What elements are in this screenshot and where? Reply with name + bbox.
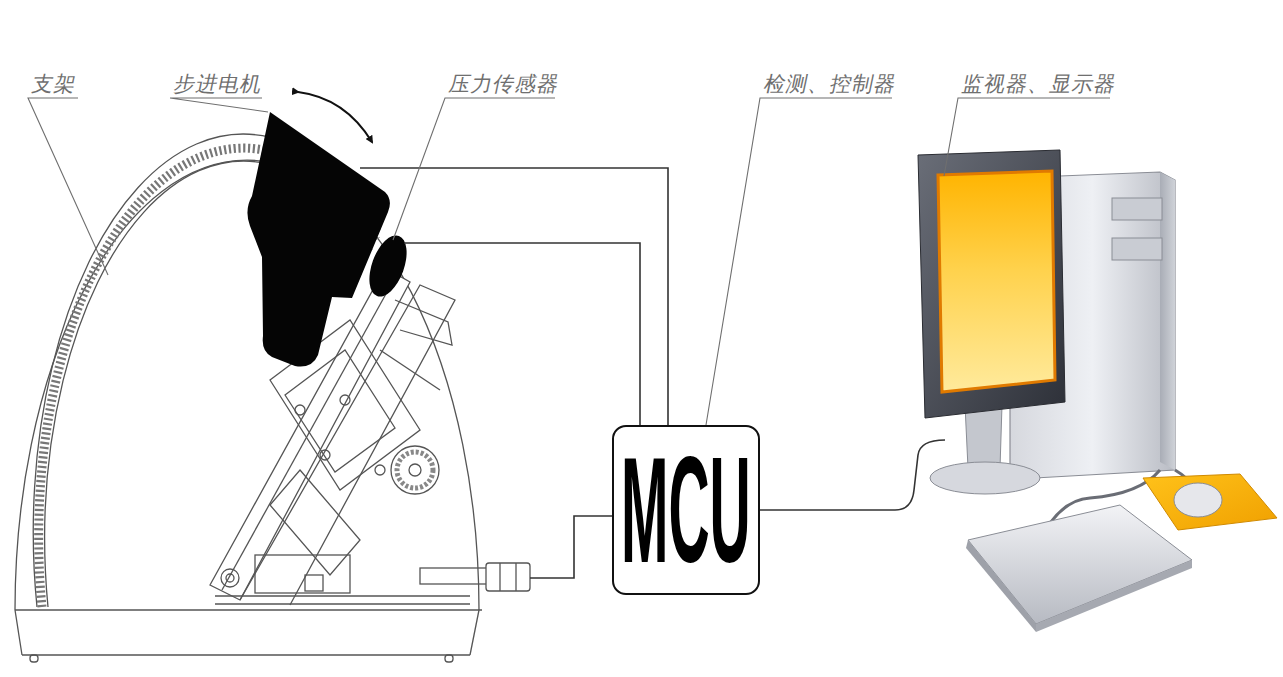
bracket-base-lower [22,654,470,655]
motor-wire [360,168,668,425]
mechanism-rod [380,350,440,390]
keyboard-edge [966,540,1036,632]
base-block-part [305,575,323,591]
node-label: MCU [621,435,751,585]
connector [486,563,530,591]
leader-lines [28,98,1110,425]
sensor-wire [404,243,640,425]
bracket-edge [15,610,22,655]
mouse [1174,483,1222,517]
base-rail [215,596,470,604]
screw-head [320,450,330,460]
drive-bay [1112,198,1162,220]
screw-head [375,465,385,475]
stepper-motor [247,112,389,367]
mcu-box: MCU [612,425,760,595]
leader-line [28,98,108,275]
connector-line [499,563,500,591]
small-gear [391,446,439,494]
part-label: 检测、控制器 [762,70,900,98]
monitor-base [930,462,1040,494]
rotation-arrow [298,92,372,142]
monitor-bezel [918,150,1065,418]
monitor-neck [965,405,1002,468]
push-rod [420,568,488,584]
connector-line [515,563,516,591]
drive-bay [1112,238,1162,260]
part-label: 压力传感器 [447,70,563,98]
part-label: 步进电机 [172,70,266,98]
leader-line [170,98,268,112]
bracket-outer-arc [15,160,479,610]
leader-line [944,98,1110,176]
small-gear-hub [409,464,421,476]
leader-line [706,98,892,425]
pivot-hub [226,574,234,582]
leader-line [393,98,555,240]
bracket-foot [30,655,38,662]
small-gear-teeth [397,452,433,488]
computer [918,150,1277,632]
mechanism-lever [395,300,452,345]
mouse-pad [1143,474,1277,530]
mechanism-frame-inner [285,350,395,472]
bracket-base [15,609,482,610]
base-block [255,555,350,593]
part-label: 监视器、显示器 [960,70,1120,98]
bracket-edge [470,610,479,655]
pressure-sensor [362,230,414,301]
tilt-mechanism [210,268,530,605]
computer-wire [760,440,945,510]
keyboard-edge [1036,560,1192,632]
monitor-screen [938,171,1055,392]
screw-head [295,405,305,415]
bracket-foot [445,655,453,662]
mechanism-block [270,470,360,575]
connector-wire [530,516,612,578]
pivot [221,569,239,587]
screw-head [340,395,350,405]
part-label: 支架 [30,70,80,98]
